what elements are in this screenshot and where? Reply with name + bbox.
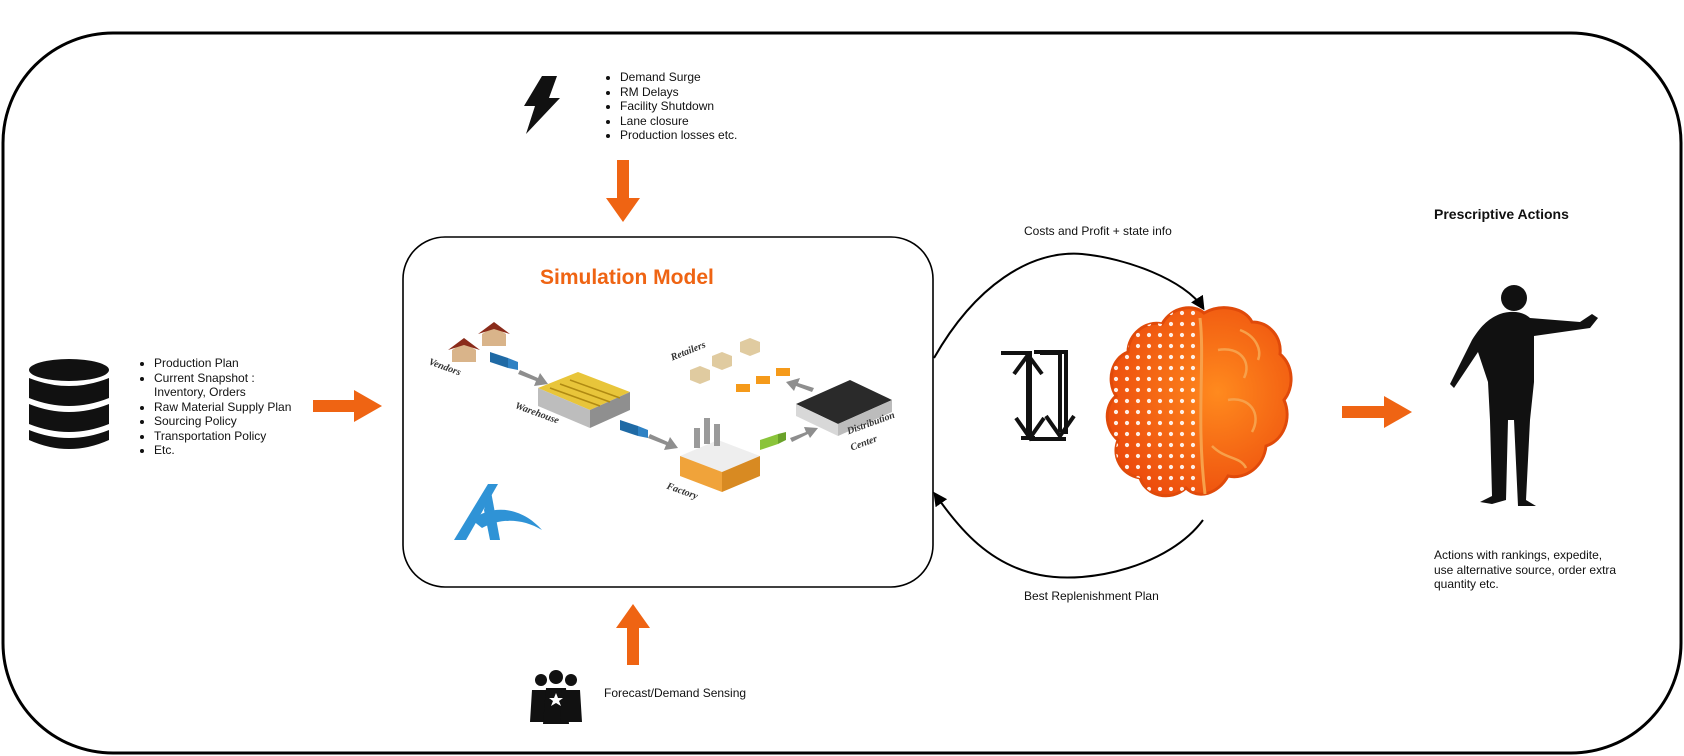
arrow-ai-to-actions <box>1342 396 1412 428</box>
delivery-vans <box>736 368 790 392</box>
loop-arrow-bottom <box>933 491 1204 579</box>
input-item: Etc. <box>154 443 291 458</box>
database-icon <box>29 359 109 449</box>
truck-blue-1 <box>490 352 518 370</box>
arrow-disruptions-to-sim <box>606 160 640 222</box>
input-item: Transportation Policy <box>154 429 291 444</box>
loop-arrow-top <box>933 252 1205 359</box>
truck-blue-2 <box>620 420 648 438</box>
arrow-forecast-to-sim <box>616 604 650 665</box>
arrow-inputs-to-sim <box>313 390 382 422</box>
orange-arrows <box>313 160 1412 665</box>
input-item: Current Snapshot : <box>154 371 291 386</box>
disruption-item: Production losses etc. <box>620 128 737 143</box>
outer-frame <box>1 31 1683 755</box>
person-pointing-icon <box>1450 285 1598 506</box>
truck-green <box>760 432 786 450</box>
input-item-continuation: Inventory, Orders <box>154 385 246 399</box>
distribution-center-building <box>796 380 892 436</box>
supply-chain-illustration <box>448 322 892 540</box>
simulation-model-title: Simulation Model <box>540 266 714 289</box>
ai-brain-icon <box>1105 306 1293 498</box>
input-item: Production Plan <box>154 356 291 371</box>
loop-top-label: Costs and Profit + state info <box>1024 224 1172 238</box>
loop-bottom-label: Best Replenishment Plan <box>1024 589 1159 603</box>
team-icon <box>530 670 582 724</box>
disruption-item: Demand Surge <box>620 70 737 85</box>
actions-description: Actions with rankings, expedite, use alt… <box>1434 548 1617 591</box>
disruption-item: RM Delays <box>620 85 737 100</box>
vendor-houses <box>448 322 510 362</box>
swap-arrows-icon-detail <box>1012 351 1076 440</box>
disruptions-list: Demand Surge RM Delays Facility Shutdown… <box>604 70 737 143</box>
flow-arrows <box>518 370 818 450</box>
disruption-item: Facility Shutdown <box>620 99 737 114</box>
lightning-icon <box>524 76 560 134</box>
input-item: Sourcing Policy <box>154 414 291 429</box>
forecast-label: Forecast/Demand Sensing <box>604 686 747 700</box>
input-item: Raw Material Supply Plan <box>154 400 291 415</box>
factory-building <box>680 418 760 492</box>
anylogic-logo-icon <box>454 484 542 540</box>
simulation-frame <box>402 236 934 588</box>
warehouse-building <box>538 372 630 428</box>
prescriptive-actions-title: Prescriptive Actions <box>1434 206 1569 222</box>
inputs-list: Production Plan Current Snapshot : Inven… <box>138 356 291 458</box>
retailer-stores <box>690 338 760 384</box>
disruption-item: Lane closure <box>620 114 737 129</box>
